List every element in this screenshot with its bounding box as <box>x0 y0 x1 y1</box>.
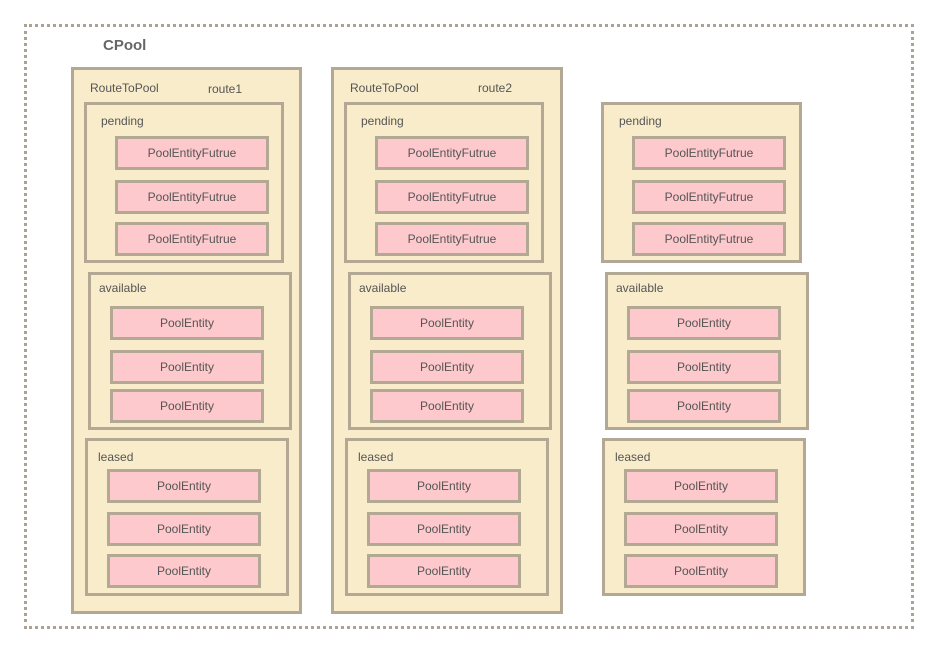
pool-entity: PoolEntity <box>370 306 524 340</box>
pool-entity-future: PoolEntityFutrue <box>375 180 529 214</box>
pending-label: pending <box>361 114 404 128</box>
leased-label: leased <box>615 450 651 464</box>
pool-entity-future: PoolEntityFutrue <box>115 222 269 256</box>
pool-entity: PoolEntity <box>624 512 778 546</box>
pending-label: pending <box>101 114 144 128</box>
pool-entity: PoolEntity <box>370 350 524 384</box>
pool-entity: PoolEntity <box>627 350 781 384</box>
pool-entity: PoolEntity <box>107 554 261 588</box>
pool-entity-future: PoolEntityFutrue <box>375 222 529 256</box>
pool-entity: PoolEntity <box>367 469 521 503</box>
pool-entity-future: PoolEntityFutrue <box>632 136 786 170</box>
pool-entity: PoolEntity <box>110 306 264 340</box>
pending-label: pending <box>619 114 662 128</box>
pool-entity: PoolEntity <box>107 469 261 503</box>
pool-entity: PoolEntity <box>107 512 261 546</box>
pool-entity: PoolEntity <box>367 512 521 546</box>
leased-label: leased <box>98 450 134 464</box>
pool-entity: PoolEntity <box>624 469 778 503</box>
route-name: route1 <box>208 82 243 96</box>
pool-entity-future: PoolEntityFutrue <box>115 136 269 170</box>
cpool-container <box>24 24 914 629</box>
available-label: available <box>359 281 407 295</box>
pool-entity: PoolEntity <box>110 350 264 384</box>
route-label: RouteToPool <box>90 81 159 95</box>
pool-entity: PoolEntity <box>627 306 781 340</box>
pool-entity: PoolEntity <box>370 389 524 423</box>
pool-entity-future: PoolEntityFutrue <box>115 180 269 214</box>
pool-entity-future: PoolEntityFutrue <box>375 136 529 170</box>
cpool-title: CPool <box>103 37 147 54</box>
pool-entity-future: PoolEntityFutrue <box>632 222 786 256</box>
route-label: RouteToPool <box>350 81 419 95</box>
pool-entity-future: PoolEntityFutrue <box>632 180 786 214</box>
pool-entity: PoolEntity <box>367 554 521 588</box>
available-label: available <box>99 281 147 295</box>
available-label: available <box>616 281 664 295</box>
pool-entity: PoolEntity <box>627 389 781 423</box>
pool-entity: PoolEntity <box>624 554 778 588</box>
pool-entity: PoolEntity <box>110 389 264 423</box>
leased-label: leased <box>358 450 394 464</box>
route-name: route2 <box>478 81 513 95</box>
